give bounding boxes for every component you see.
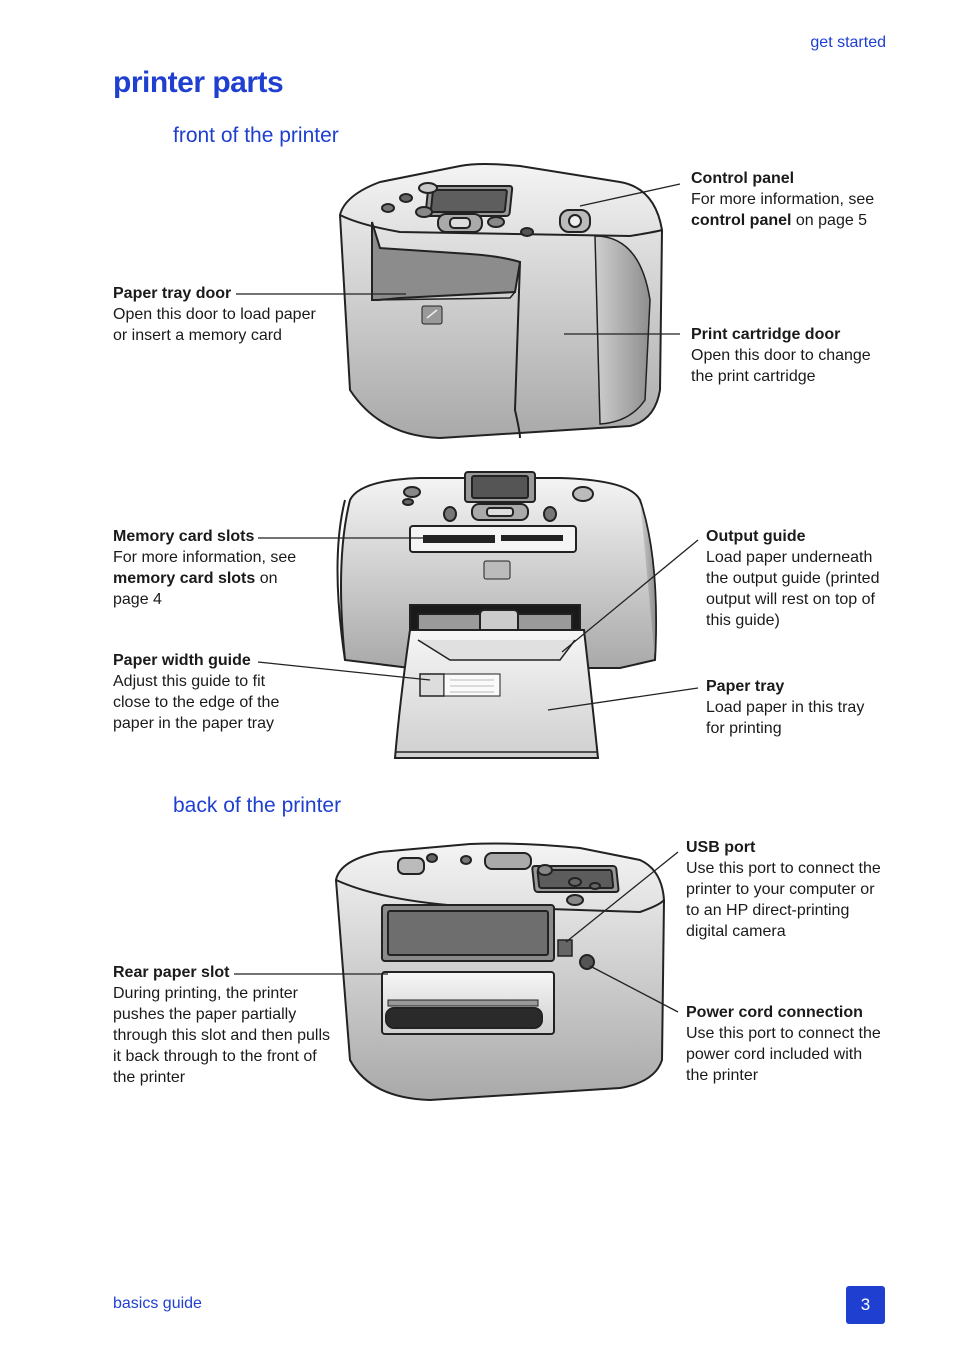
callout-paper-tray-door: Paper tray door Open this door to load p… <box>113 283 343 346</box>
footer-guide-name: basics guide <box>113 1295 202 1312</box>
callout-text: For more information, see <box>691 191 875 208</box>
callout-title: Paper width guide <box>113 652 251 669</box>
callout-text: Load paper underneath <box>706 549 873 566</box>
callout-memory-card-slots: Memory card slots For more information, … <box>113 526 343 610</box>
callout-text: close to the edge of the <box>113 694 280 711</box>
callout-output-guide: Output guide Load paper underneath the o… <box>706 526 926 631</box>
callout-power-cord-connection: Power cord connection Use this port to c… <box>686 1002 926 1086</box>
callout-usb-port: USB port Use this port to connect the pr… <box>686 837 926 942</box>
callout-text: digital camera <box>686 923 786 940</box>
front-heading: front of the printer <box>173 124 339 147</box>
callout-text: paper in the paper tray <box>113 715 274 732</box>
callout-ref: control panel <box>691 212 792 229</box>
callout-text: to an HP direct-printing <box>686 902 850 919</box>
callout-text: For more information, see <box>113 549 297 566</box>
callout-title: Memory card slots <box>113 528 255 545</box>
page-title: printer parts <box>113 66 284 99</box>
callout-ref: memory card slots <box>113 570 256 587</box>
printer-back-illustration <box>334 842 666 1102</box>
page-number-badge: 3 <box>846 1286 885 1324</box>
back-heading: back of the printer <box>173 794 342 817</box>
callout-title: Print cartridge door <box>691 326 841 343</box>
callout-text: this guide) <box>706 612 780 629</box>
callout-text: on <box>255 570 278 587</box>
printer-front-illustration <box>338 163 664 440</box>
callout-text: During printing, the printer <box>113 985 298 1002</box>
callout-text: output will rest on top of <box>706 591 875 608</box>
section-tag: get started <box>810 34 886 51</box>
callout-text: or insert a memory card <box>113 327 282 344</box>
callout-title: USB port <box>686 839 756 856</box>
callout-rear-paper-slot: Rear paper slot During printing, the pri… <box>113 962 348 1088</box>
callout-text: for printing <box>706 720 782 737</box>
callout-text: it back through to the front of <box>113 1048 317 1065</box>
callout-text: Use this port to connect the <box>686 1025 881 1042</box>
callout-title: Output guide <box>706 528 806 545</box>
callout-title: Rear paper slot <box>113 964 230 981</box>
callout-paper-tray: Paper tray Load paper in this tray for p… <box>706 676 926 739</box>
callout-text: Open this door to change <box>691 347 871 364</box>
callout-text: page 4 <box>113 591 162 608</box>
callout-text: the print cartridge <box>691 368 816 385</box>
callout-text: the output guide (printed <box>706 570 880 587</box>
callout-text: pushes the paper partially <box>113 1006 297 1023</box>
callout-text: on page 5 <box>791 212 868 229</box>
callout-print-cartridge-door: Print cartridge door Open this door to c… <box>691 324 921 387</box>
callout-paper-width-guide: Paper width guide Adjust this guide to f… <box>113 650 343 734</box>
callout-text: the printer <box>686 1067 759 1084</box>
callout-text: printer to your computer or <box>686 881 875 898</box>
callout-text: Open this door to load paper <box>113 306 316 323</box>
callout-title: Paper tray <box>706 678 785 695</box>
callout-text: Adjust this guide to fit <box>113 673 266 690</box>
callout-text: through this slot and then pulls <box>113 1027 331 1044</box>
callout-control-panel: Control panel For more information, see … <box>691 168 921 231</box>
printer-tray-open-illustration <box>336 471 657 759</box>
callout-text: power cord included with <box>686 1046 863 1063</box>
callout-text: Use this port to connect the <box>686 860 881 877</box>
callout-text: Load paper in this tray <box>706 699 865 716</box>
callout-text: the printer <box>113 1069 186 1086</box>
callout-title: Paper tray door <box>113 285 232 302</box>
callout-title: Power cord connection <box>686 1004 863 1021</box>
callout-title: Control panel <box>691 170 795 187</box>
